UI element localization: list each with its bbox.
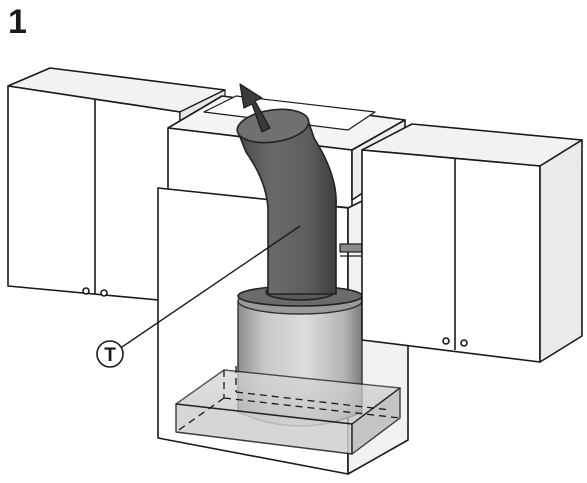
right-cabinet-front xyxy=(361,149,541,363)
airflow-arrow-icon xyxy=(239,83,271,133)
duct-opening xyxy=(236,108,310,144)
right-cabinet-knob-1 xyxy=(442,337,450,345)
tray-side xyxy=(351,387,401,455)
callout-label: T xyxy=(104,345,116,366)
tray-hidden-edges xyxy=(175,366,401,433)
duct-elbow xyxy=(236,108,363,307)
callout-circle xyxy=(96,340,124,368)
step-number: 1 xyxy=(8,3,27,41)
callout-t: T xyxy=(96,225,301,368)
left-cabinet-front xyxy=(7,85,181,303)
left-cabinet-knob-1 xyxy=(82,287,90,295)
callout-leader-line xyxy=(121,225,301,348)
right-cabinet-knob-2 xyxy=(460,339,468,347)
right-cabinet-side xyxy=(539,139,583,363)
left-cabinet-knob-2 xyxy=(100,289,108,297)
left-wall-cabinet xyxy=(7,67,226,303)
right-wall-cabinet xyxy=(361,123,583,363)
bottom-tray xyxy=(175,366,401,455)
